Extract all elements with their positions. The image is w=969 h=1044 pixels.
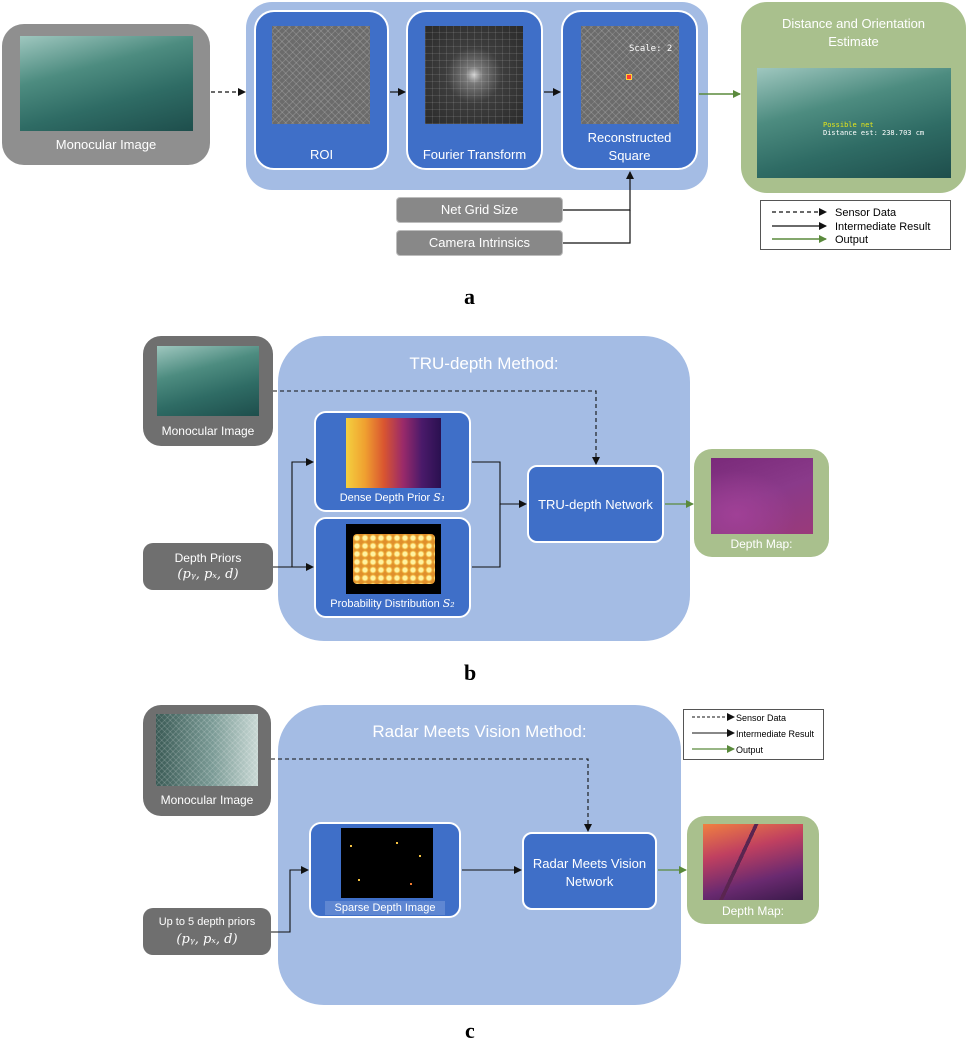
monocular-image-label-a: Monocular Image <box>55 137 157 152</box>
output-title-line1: Distance and Orientation <box>781 16 926 31</box>
sparse-point-3 <box>419 855 421 857</box>
monocular-image-box-b: Monocular Image <box>143 336 273 446</box>
output-title-line2: Estimate <box>828 34 879 49</box>
depth-map-label-c: Depth Map: <box>721 904 785 918</box>
reconstructed-label-line1: Reconstructed <box>587 130 672 145</box>
depth-map-image-c <box>703 824 803 900</box>
sparse-point-1 <box>350 845 352 847</box>
scale-text: Scale: 2 <box>629 44 673 54</box>
arrow-camera-intrinsics-to-reconstructed <box>563 210 631 244</box>
depth-priors-box-b: Depth Priors (pᵧ, pₓ, d) <box>143 543 273 590</box>
probability-heat-blobs <box>353 534 435 584</box>
reconstructed-image: Scale: 2 <box>581 26 679 124</box>
legend-a-output-label: Output <box>835 234 869 246</box>
depth-priors-tuple-b: (pᵧ, pₓ, d) <box>177 567 239 582</box>
fourier-transform-label: Fourier Transform <box>422 147 527 162</box>
radar-network-label-line1: Radar Meets Vision <box>532 856 647 871</box>
depth-map-image-b <box>711 458 813 534</box>
depth-map-label-b: Depth Map: <box>730 537 793 551</box>
dense-depth-prior-image <box>346 418 441 488</box>
monocular-image-label-c: Monocular Image <box>160 793 254 807</box>
sparse-depth-image <box>341 828 433 898</box>
sparse-point-5 <box>410 883 412 885</box>
depth-priors-tuple-c: (pᵧ, pₓ, d) <box>176 932 238 947</box>
net-grid-size-box: Net Grid Size <box>396 197 563 223</box>
arrow-priors-to-sparse-image <box>271 866 309 933</box>
probability-distribution-caption: Probability Distribution S₂ <box>316 597 469 610</box>
probability-distribution-label: Probability Distribution <box>330 598 440 610</box>
radar-network-label-line2: Network <box>565 874 614 889</box>
up-to-5-depth-priors-label: Up to 5 depth priors <box>158 916 256 928</box>
arrow-priors-to-dense-prior <box>273 458 314 568</box>
tru-depth-method-title: TRU-depth Method: <box>409 354 559 373</box>
legend-c-intermediate-label: Intermediate Result <box>736 729 815 739</box>
dense-depth-prior-symbol: S₁ <box>433 491 446 504</box>
monocular-image-thumbnail-a <box>20 36 193 131</box>
legend-a: Sensor Data Intermediate Result Output <box>760 200 951 250</box>
panel-label-a: a <box>464 284 475 309</box>
sparse-depth-label: Sparse Depth Image <box>325 901 445 915</box>
sparse-depth-image-box: Sparse Depth Image <box>309 822 461 918</box>
arrow-probability-to-network <box>472 504 501 568</box>
radar-meets-vision-network-box: Radar Meets Vision Network <box>522 832 657 910</box>
monocular-image-box-a: Monocular Image <box>2 24 210 165</box>
possible-net-text: Possible net <box>823 121 874 129</box>
reconstructed-label-line2: Square <box>608 148 651 163</box>
legend-c: Sensor Data Intermediate Result Output <box>683 709 824 760</box>
distance-estimate-text: Distance est: 238.703 cm <box>823 129 925 137</box>
output-estimate-image: Possible net Distance est: 238.703 cm <box>757 68 951 178</box>
monocular-image-box-c: Monocular Image <box>143 705 271 816</box>
radar-meets-vision-title: Radar Meets Vision Method: <box>372 722 587 741</box>
legend-a-sensor-label: Sensor Data <box>835 207 897 219</box>
detected-square-marker <box>626 74 632 80</box>
depth-map-output-box-b: Depth Map: <box>694 449 829 557</box>
camera-intrinsics-box: Camera Intrinsics <box>396 230 563 256</box>
sensor-arrow-mono-to-tru-network <box>273 390 600 465</box>
dense-depth-prior-caption: Dense Depth Prior S₁ <box>316 491 469 504</box>
roi-image <box>272 26 370 124</box>
probability-distribution-image <box>346 524 441 594</box>
monocular-image-thumbnail-b <box>157 346 259 416</box>
panel-label-b: b <box>464 660 477 685</box>
sparse-point-4 <box>358 879 360 881</box>
probability-distribution-symbol: S₂ <box>442 597 455 610</box>
monocular-image-label-b: Monocular Image <box>161 424 255 438</box>
panel-label-c: c <box>465 1018 475 1043</box>
reconstructed-square-box: Scale: 2 Reconstructed Square <box>561 10 698 170</box>
sparse-point-2 <box>396 842 398 844</box>
roi-box: ROI <box>254 10 389 170</box>
monocular-image-thumbnail-c <box>156 714 258 786</box>
tru-depth-network-box: TRU-depth Network <box>527 465 664 543</box>
dense-depth-prior-box: Dense Depth Prior S₁ <box>314 411 471 512</box>
legend-c-output-label: Output <box>736 745 764 755</box>
probability-distribution-box: Probability Distribution S₂ <box>314 517 471 618</box>
legend-c-sensor-label: Sensor Data <box>736 713 787 723</box>
depth-map-output-box-c: Depth Map: <box>687 816 819 924</box>
fourier-transform-box: Fourier Transform <box>406 10 543 170</box>
fourier-spectrum-image <box>425 26 523 124</box>
depth-priors-label: Depth Priors <box>174 551 242 565</box>
roi-label: ROI <box>309 147 334 162</box>
sensor-arrow-mono-to-radar-network <box>271 758 592 832</box>
distance-orientation-output-box: Distance and Orientation Estimate Possib… <box>741 2 966 193</box>
depth-priors-box-c: Up to 5 depth priors (pᵧ, pₓ, d) <box>143 908 271 955</box>
arrow-dense-prior-to-network <box>472 461 527 508</box>
arrow-net-grid-to-reconstructed <box>563 171 634 211</box>
tru-depth-network-label: TRU-depth Network <box>538 497 653 512</box>
legend-a-intermediate-label: Intermediate Result <box>835 221 931 233</box>
dense-depth-prior-label: Dense Depth Prior <box>339 492 431 504</box>
